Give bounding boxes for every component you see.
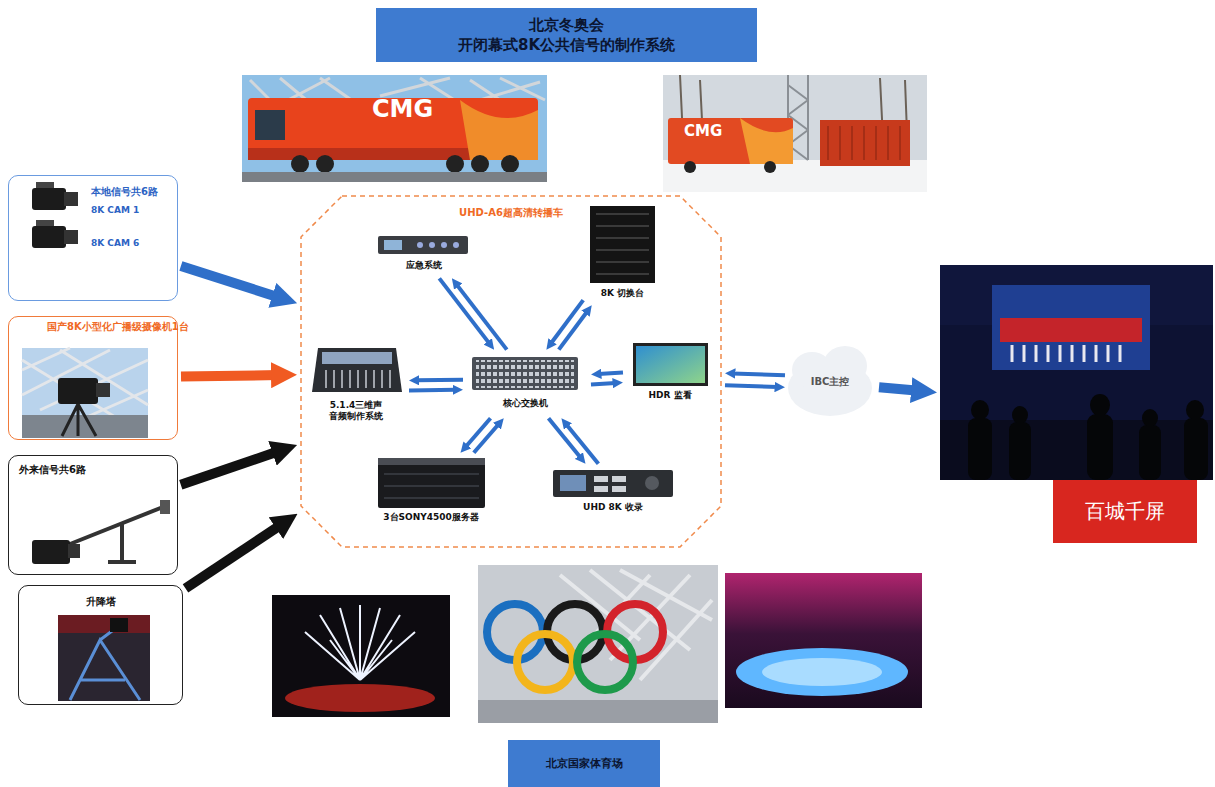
flow-arrow <box>456 284 507 350</box>
title-band: 北京冬奥会 开闭幕式8K公共信号的制作系统 <box>376 8 757 62</box>
emergency-device <box>378 236 468 254</box>
node-label: 国产8K小型化广播级摄像机1台 <box>47 321 143 333</box>
switcher-device <box>590 206 655 283</box>
device-node: 核心交换机 <box>466 352 588 416</box>
flow-arrow <box>186 524 283 589</box>
core-switch <box>472 357 578 390</box>
flow-arrow <box>181 451 280 485</box>
recorder-device <box>553 470 673 497</box>
camera-icon <box>32 182 78 248</box>
lift-photo <box>58 615 150 701</box>
flow-arrow <box>879 387 919 391</box>
node-label: 百城千屏 <box>1053 480 1197 543</box>
flow-arrow <box>598 372 623 374</box>
ob-van-region: UHD-A6超高清转播车应急系统 8K 切换台 5.1.4三维声 音频制作系统 核心交… <box>300 195 722 548</box>
logo-text: CMG <box>372 97 433 121</box>
device-node: 5.1.4三维声 音频制作系统 <box>306 340 406 432</box>
device-node: 8K 切换台 <box>585 203 664 303</box>
flow-arrow <box>591 383 616 385</box>
server-device <box>378 458 485 508</box>
node-label: 本地信号共6路 <box>91 186 175 198</box>
node-label: 5.1.4三维声 音频制作系统 <box>312 400 400 422</box>
flow-arrow <box>551 300 584 344</box>
node-label: HDR 监看 <box>626 390 714 401</box>
logo-text: CMG <box>684 124 722 139</box>
flow-arrow <box>732 373 785 375</box>
device-node: UHD 8K 收录 <box>546 466 684 518</box>
screen-photo <box>940 265 1213 480</box>
flow-arrow <box>439 278 489 344</box>
node-label: IBC主控 <box>788 376 872 388</box>
flow-arrow <box>181 375 279 377</box>
truck-photo <box>242 75 547 182</box>
node-label: UHD-A6超高清转播车 <box>435 207 587 219</box>
ibc-node: IBC主控 <box>788 348 876 418</box>
truck-photo <box>663 75 927 192</box>
input-box: 国产8K小型化广播级摄像机1台 <box>8 316 178 440</box>
ice-photo <box>725 573 922 708</box>
flow-arrow <box>409 388 456 393</box>
crane-icon <box>32 500 170 564</box>
node-label: UHD 8K 收录 <box>546 502 680 513</box>
input-box: 升降塔 <box>18 585 183 705</box>
device-node: HDR 监看 <box>626 340 718 408</box>
camera-photo <box>22 348 148 438</box>
flow-arrow <box>416 378 463 383</box>
ibc-cloud <box>788 346 872 416</box>
screen-node: 百城千屏 <box>940 265 1213 545</box>
fireworks-photo <box>272 595 450 717</box>
device-node: 应急系统 <box>372 230 480 276</box>
olympic-rings-photo <box>478 565 718 723</box>
node-label: 8K CAM 1 <box>91 205 171 216</box>
input-box: 本地信号共6路 8K CAM 1 8K CAM 6 <box>8 175 178 301</box>
node-label: 3台SONY4500服务器 <box>370 512 492 523</box>
flow-arrow <box>465 418 490 447</box>
device-node: 3台SONY4500服务器 <box>370 455 496 529</box>
caption-band: 北京国家体育场 <box>508 740 660 787</box>
flow-arrow <box>566 424 598 464</box>
audio-console <box>312 348 402 392</box>
node-label: 应急系统 <box>372 260 476 271</box>
node-label: 8K 切换台 <box>585 288 660 299</box>
octagon-border <box>301 196 721 547</box>
node-label: 外来信号共6路 <box>19 464 129 476</box>
flow-arrow <box>725 385 778 387</box>
node-label: 升降塔 <box>27 596 175 608</box>
hdr-monitor <box>633 343 708 386</box>
flow-arrow <box>474 424 499 453</box>
node-label: 8K CAM 6 <box>91 238 171 249</box>
node-label: 核心交换机 <box>466 398 584 409</box>
input-box: 外来信号共6路 <box>8 455 178 575</box>
octagon-outline <box>300 195 722 548</box>
flow-arrow <box>181 266 280 298</box>
